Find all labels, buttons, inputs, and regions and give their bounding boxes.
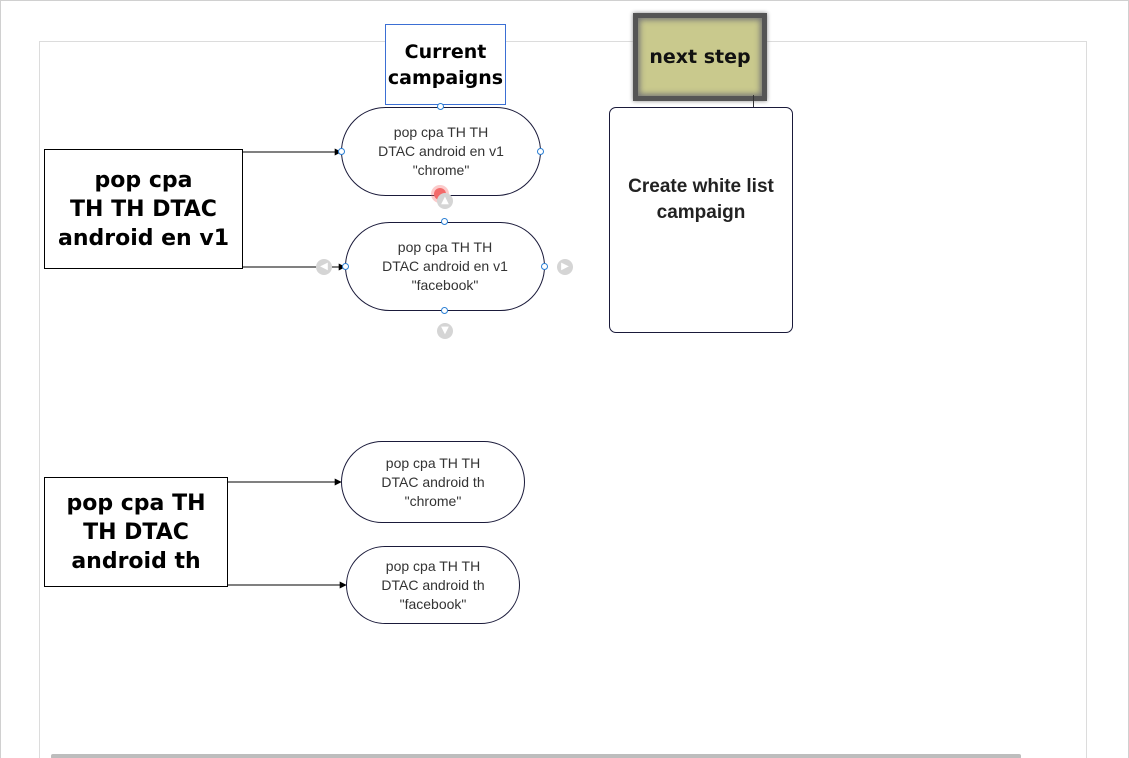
- arrow-hint-right-icon[interactable]: ▶: [557, 259, 573, 275]
- source-box-en-v1[interactable]: pop cpa TH TH DTAC android en v1: [44, 149, 243, 269]
- connection-handle-icon[interactable]: [537, 148, 544, 155]
- connection-handle-icon[interactable]: [437, 103, 444, 110]
- connection-handle-icon[interactable]: [541, 263, 548, 270]
- arrow-hint-down-icon[interactable]: ▼: [437, 323, 453, 339]
- arrow-hint-left-icon[interactable]: ◀: [316, 259, 332, 275]
- target-pill-th-facebook[interactable]: pop cpa TH TH DTAC android th "facebook": [346, 546, 520, 624]
- horizontal-scrollbar[interactable]: [51, 754, 1021, 758]
- current-campaigns-label[interactable]: Current campaigns: [385, 24, 506, 105]
- target-pill-en-v1-chrome[interactable]: pop cpa TH TH DTAC android en v1 "chrome…: [341, 107, 541, 196]
- target-pill-th-chrome[interactable]: pop cpa TH TH DTAC android th "chrome": [341, 441, 525, 523]
- page-frame: [39, 41, 1087, 758]
- arrow-hint-up-icon[interactable]: ▲: [437, 193, 453, 209]
- target-pill-en-v1-facebook[interactable]: pop cpa TH TH DTAC android en v1 "facebo…: [345, 222, 545, 311]
- connection-handle-icon[interactable]: [441, 307, 448, 314]
- next-step-connector-stub: [753, 95, 754, 109]
- source-box-th[interactable]: pop cpa TH TH DTAC android th: [44, 477, 228, 587]
- connection-handle-icon[interactable]: [441, 218, 448, 225]
- connection-handle-icon[interactable]: [338, 148, 345, 155]
- create-white-list-box[interactable]: Create white list campaign: [609, 107, 793, 333]
- connection-handle-icon[interactable]: [342, 263, 349, 270]
- next-step-sticky-note[interactable]: next step: [633, 13, 767, 101]
